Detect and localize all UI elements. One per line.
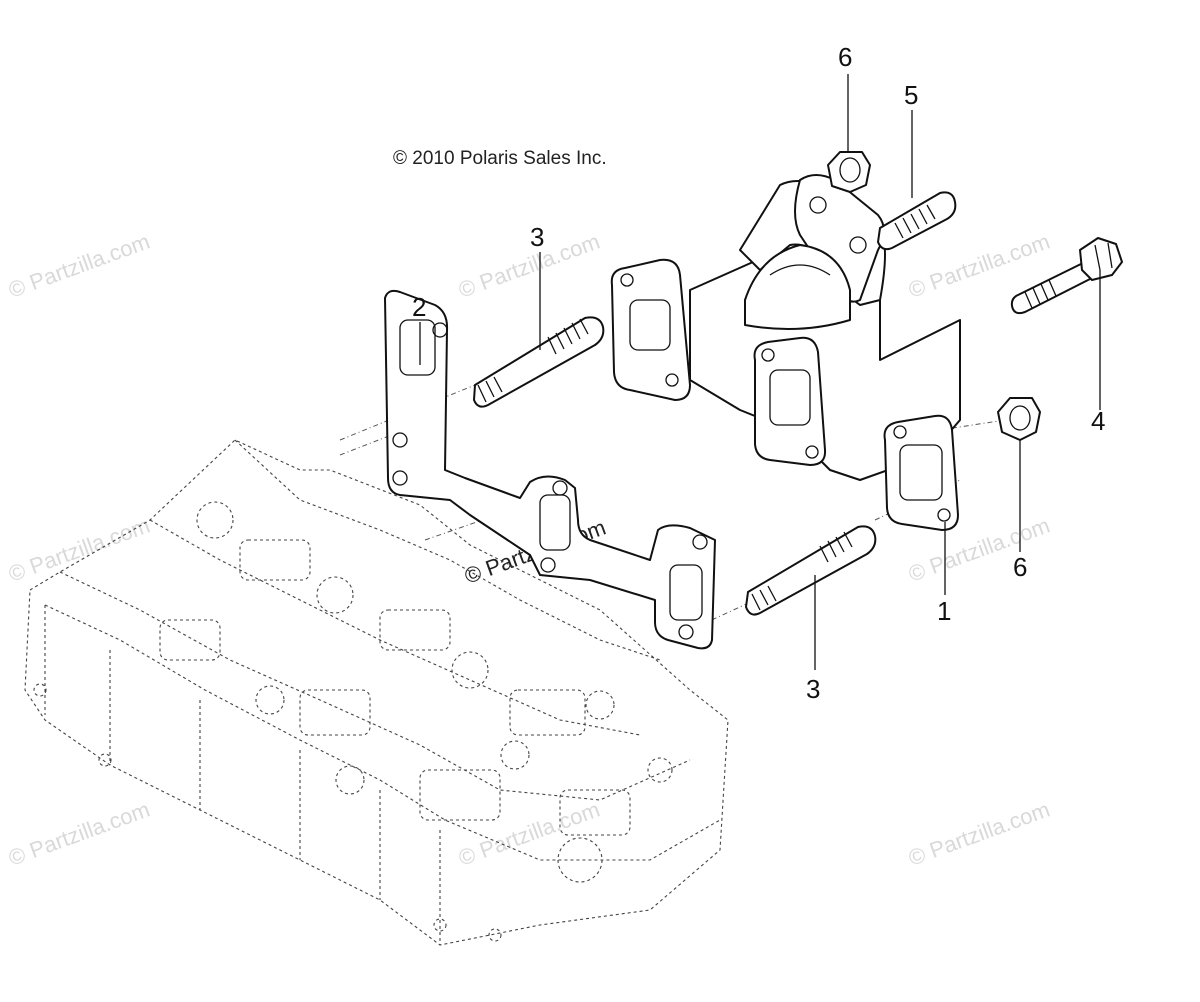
watermark: © Partzilla.com xyxy=(5,229,153,303)
stud-upper xyxy=(473,316,605,408)
callout-3-upper: 3 xyxy=(530,222,544,252)
callout-4: 4 xyxy=(1091,406,1105,436)
watermark: © Partzilla.com xyxy=(5,513,153,587)
callout-6-right: 6 xyxy=(1013,552,1027,582)
copyright-notice: © 2010 Polaris Sales Inc. xyxy=(393,148,607,169)
exhaust-manifold xyxy=(610,174,961,531)
callout-numbers: 6 5 3 2 4 6 1 3 xyxy=(412,42,1105,704)
callout-5: 5 xyxy=(904,80,918,110)
callout-6-top: 6 xyxy=(838,42,852,72)
stud-short xyxy=(877,191,957,251)
flange-nut-right xyxy=(997,397,1041,441)
callout-leaders xyxy=(419,74,1101,670)
callout-2: 2 xyxy=(412,292,426,322)
stud-lower xyxy=(745,525,877,616)
callout-3-lower: 3 xyxy=(806,674,820,704)
watermark: © Partzilla.com xyxy=(455,797,603,871)
watermark: © Partzilla.com xyxy=(5,797,153,871)
flange-bolt xyxy=(1010,237,1123,315)
callout-1: 1 xyxy=(937,596,951,626)
exhaust-gasket xyxy=(384,289,716,650)
cylinder-head-outline xyxy=(24,439,729,946)
flange-nut-top xyxy=(827,151,871,193)
watermark: © Partzilla.com xyxy=(905,797,1053,871)
